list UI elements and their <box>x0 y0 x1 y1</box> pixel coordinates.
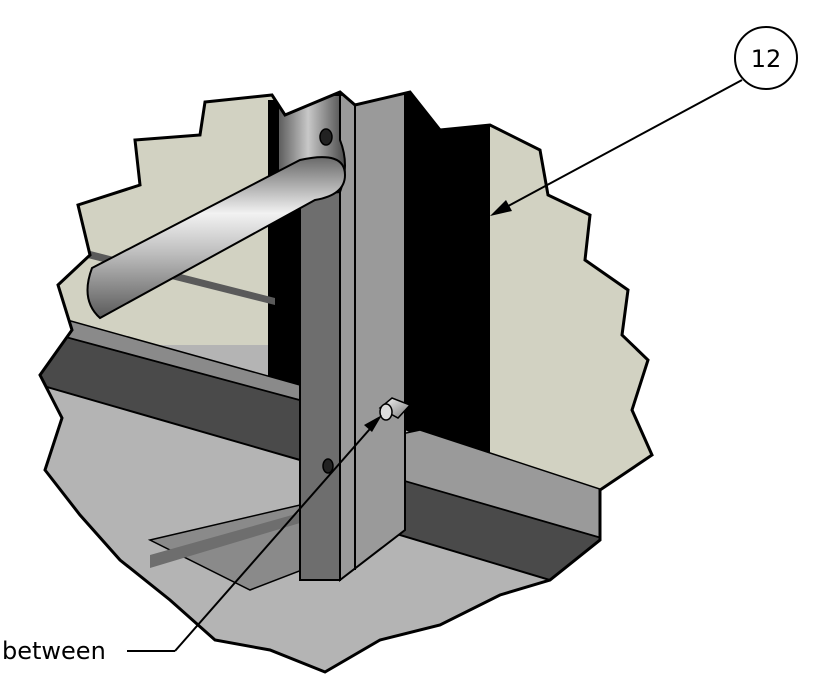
annotation-arrowhead <box>364 415 382 432</box>
callout-circle <box>734 26 798 90</box>
annotation-leader <box>127 415 382 652</box>
detail-outline <box>38 90 654 674</box>
diagonal-pipe <box>86 156 347 320</box>
callout-arrowhead <box>490 200 512 216</box>
door-opening <box>405 92 490 470</box>
callout-12: 12 <box>490 26 798 216</box>
screw-hole-lower <box>322 458 334 474</box>
screw-hole-upper <box>319 128 333 146</box>
floor-channel <box>150 510 310 568</box>
annotation-label: between <box>2 637 106 665</box>
locking-peg <box>378 397 412 421</box>
vertical-post-face <box>339 92 406 583</box>
callout-leader <box>496 79 743 213</box>
callout-number: 12 <box>751 45 782 73</box>
detail-scene <box>40 92 652 672</box>
